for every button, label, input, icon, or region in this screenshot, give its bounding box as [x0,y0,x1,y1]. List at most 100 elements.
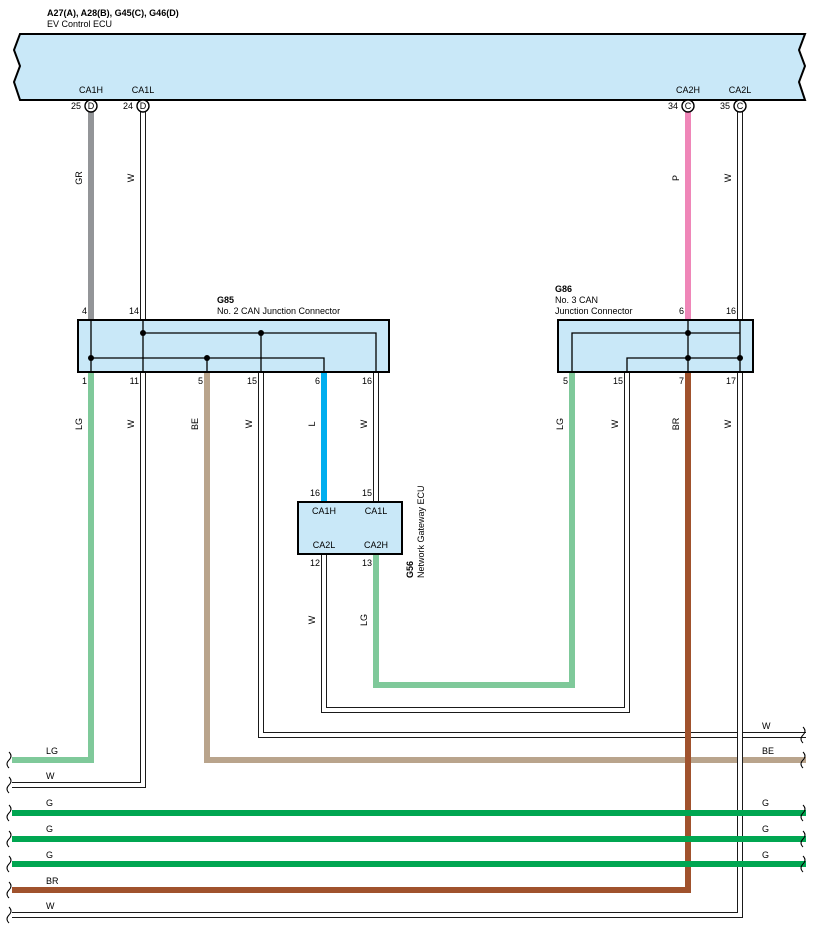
exit-label-left-3: G [46,824,53,834]
g85-top-pin-14: 14 [129,306,139,316]
exit-label-left-1: W [46,771,55,781]
wire-w-exit [12,372,146,788]
g85-junction-dot-1 [88,355,94,361]
g86-bus-l-b [571,332,740,372]
ecu-pin-connector-34: C [685,101,692,111]
exit-label-left-6: W [46,901,55,911]
exit-label-right-1: BE [762,746,774,756]
g86-bottom-pin-17: 17 [726,376,736,386]
g86-top-pin-6: 6 [679,306,684,316]
break-left-6 [6,881,12,899]
g85-top-pin-4: 4 [82,306,87,316]
exit-label-right-4: G [762,850,769,860]
g85-bottom-pin-16: 16 [362,376,372,386]
g86-junction-dot-2 [737,355,743,361]
g86-top-pin-16: 16 [726,306,736,316]
wire-label-ecu-g85-1: W [126,173,136,182]
exit-label-right-2: G [762,798,769,808]
wire-label-g86-bottom-2: BR [671,417,681,430]
wire-be-exit [204,372,806,763]
g56-name: Network Gateway ECU [416,485,426,578]
g56-bottom-pin-12: 12 [310,558,320,568]
wire-label-g56-bottom-1: LG [359,614,369,626]
wire-label-g85-bottom-5: W [359,419,369,428]
g86-bottom-pin-15: 15 [613,376,623,386]
g56-signal-ca1l: CA1L [365,506,388,516]
wire-br-exit [12,372,691,893]
wire-label-g85-bottom-4: L [307,421,317,426]
ecu-connector-ids: A27(A), A28(B), G45(C), G46(D) [47,8,179,18]
exit-label-right-0: W [762,721,771,731]
g85-junction-dot-3 [140,330,146,336]
exit-label-right-3: G [762,824,769,834]
wire-w-ca2l-loop-core [322,372,629,712]
exit-label-left-2: G [46,798,53,808]
g85-id: G85 [217,295,234,305]
wire-label-ecu-g86-1: W [723,173,733,182]
g56-signal-ca2h: CA2H [364,540,388,550]
wire-label-g85-bottom-1: W [126,419,136,428]
break-left-4 [6,830,12,848]
ecu-pin-connector-24: D [140,101,147,111]
ev-control-ecu-box [12,33,807,101]
break-left-2 [6,776,12,794]
wire-w-exit-core [12,372,145,787]
g85-bottom-pin-5: 5 [198,376,203,386]
break-left-5 [6,855,12,873]
ecu-pin-signal-ca2l: CA2L [729,85,752,95]
g86-junction-dot-3 [685,330,691,336]
g86-junction-box [557,319,754,373]
break-left-1 [6,751,12,769]
wire-label-g86-bottom-3: W [723,419,733,428]
ecu-pin-number-25: 25 [71,101,81,111]
wire-lg-exit [12,372,94,763]
break-left-7 [6,906,12,924]
exit-label-left-0: LG [46,746,58,756]
exit-label-left-5: BR [46,876,59,886]
ecu-pin-signal-ca1h: CA1H [79,85,103,95]
wire-layer [6,106,806,924]
wire-label-g86-bottom-1: W [610,419,620,428]
g56-top-pin-15: 15 [362,488,372,498]
ecu-pin-signal-ca1l: CA1L [132,85,155,95]
ecu-pin-circle-34 [681,99,695,113]
g86-bottom-pin-5: 5 [563,376,568,386]
ecu-name: EV Control ECU [47,19,112,29]
g85-junction-dot-2 [204,355,210,361]
break-left-3 [6,804,12,822]
break-right-2 [800,751,806,769]
exit-label-left-4: G [46,850,53,860]
g85-bottom-pin-1: 1 [82,376,87,386]
g86-id: G86 [555,284,572,294]
break-right-3 [800,804,806,822]
ecu-pin-number-24: 24 [123,101,133,111]
g85-bottom-pin-11: 11 [130,376,139,386]
ecu-pin-connector-25: D [88,101,95,111]
wire-w-bottom-exit-core [12,372,742,917]
g56-gateway-ecu-box [297,501,403,555]
g56-bottom-pin-13: 13 [362,558,372,568]
wire-label-g86-bottom-0: LG [555,418,565,430]
g85-bottom-pin-15: 15 [247,376,257,386]
g86-name-line1: No. 3 CAN [555,295,598,305]
wire-label-ecu-g86-0: P [671,175,681,181]
wire-w-exit-right-core [259,372,806,737]
break-right-4 [800,830,806,848]
break-right-1 [800,726,806,744]
g56-signal-ca2l: CA2L [313,540,336,550]
wire-label-ecu-g85-0: GR [74,171,84,185]
wire-label-g85-bottom-3: W [244,419,254,428]
g56-id: G56 [405,561,415,578]
wire-label-g56-bottom-0: W [307,615,317,624]
ecu-pin-connector-35: C [737,101,744,111]
g86-bus-h-a [626,320,689,372]
ecu-pin-number-34: 34 [668,101,678,111]
g86-bottom-pin-7: 7 [679,376,684,386]
ecu-pin-circle-35 [733,99,747,113]
wire-lg-ca2h [373,372,575,688]
label-layer: A27(A), A28(B), G45(C), G46(D)EV Control… [46,8,774,911]
g85-junction-box [77,319,390,373]
break-right-5 [800,855,806,873]
component-layer [12,33,807,555]
